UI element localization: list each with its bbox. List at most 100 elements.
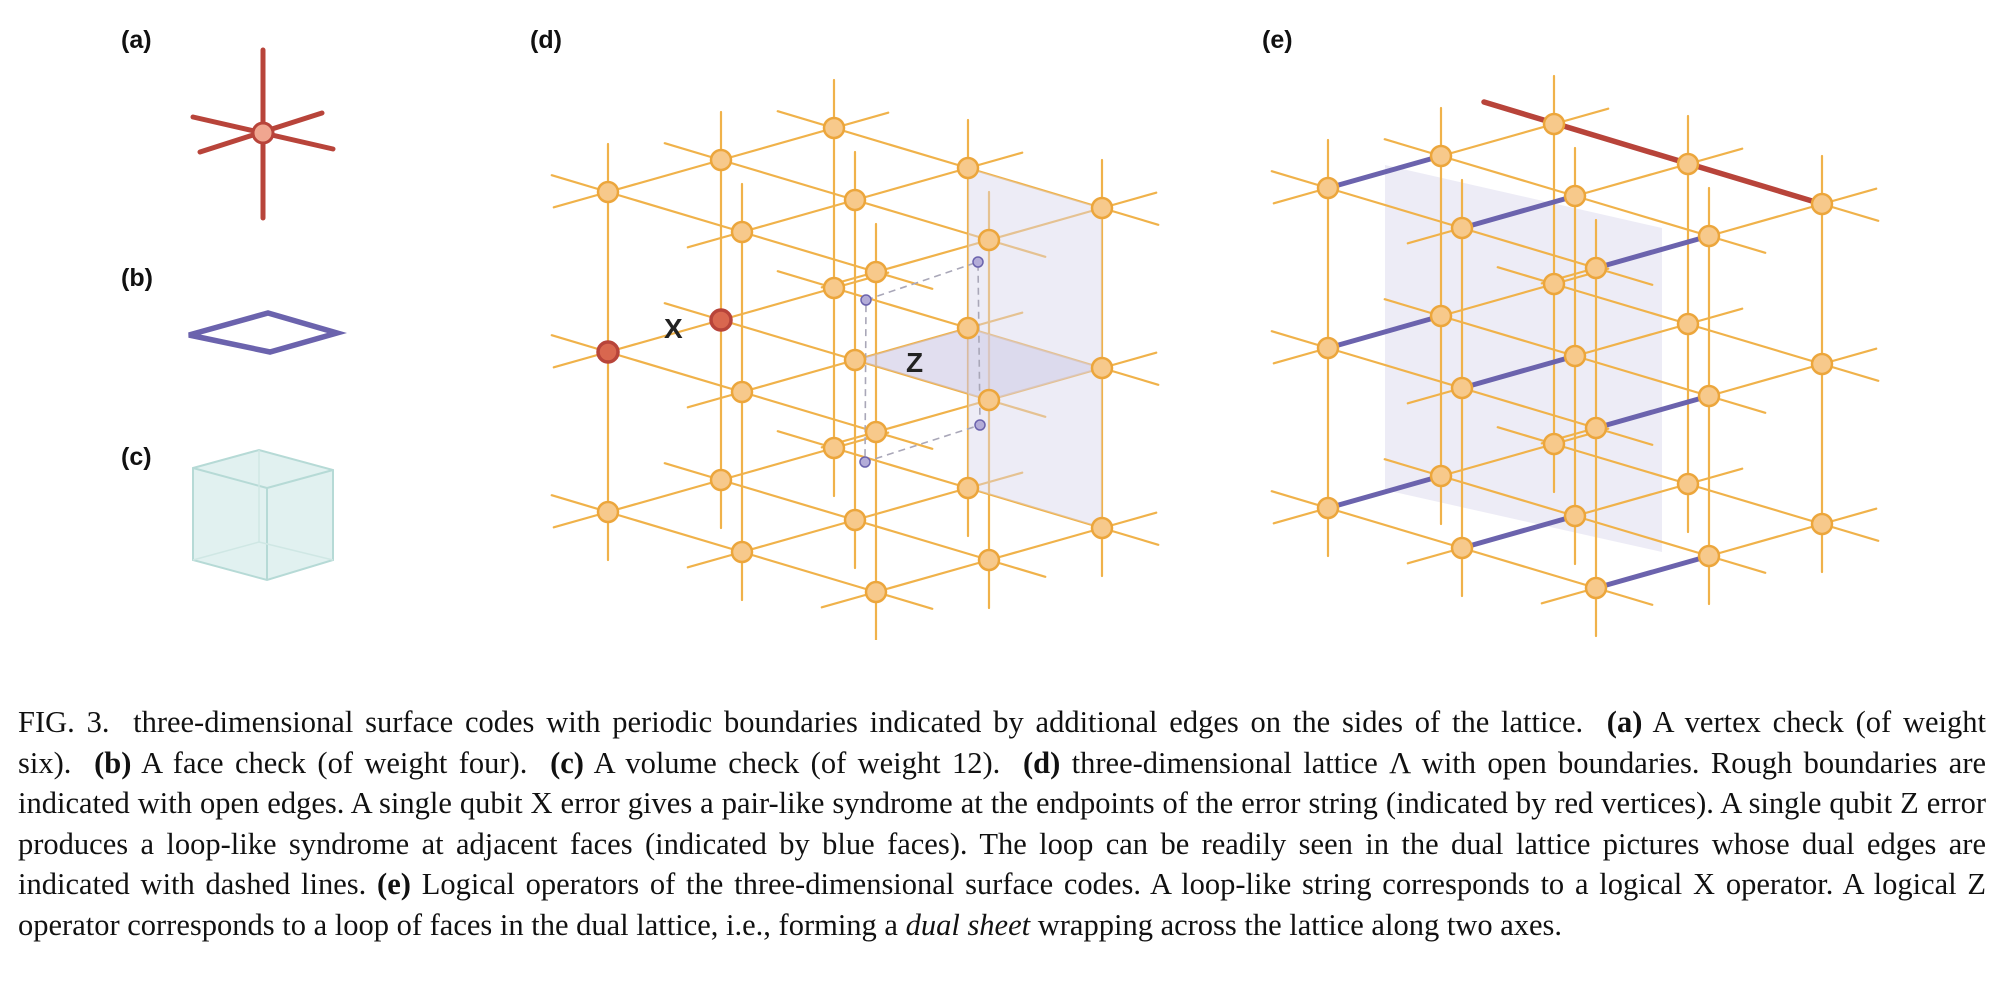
caption-fig: FIG. 3. bbox=[18, 705, 110, 739]
lattice-d-vertex bbox=[864, 260, 888, 284]
lattice-e-edge bbox=[1573, 322, 1690, 358]
caption-e-text-2: wrapping across the lattice along two ax… bbox=[1037, 907, 1563, 942]
lattice-e-vertex bbox=[1316, 176, 1340, 200]
lattice-e-vertex bbox=[1697, 224, 1721, 248]
caption-c-text: A volume check (of weight 12). bbox=[593, 745, 1001, 780]
caption-a-text: A vertex check (of weight six). bbox=[18, 705, 1986, 780]
lattice-e-edge bbox=[1686, 322, 1824, 366]
caption-e-italic: dual sheet bbox=[905, 907, 1031, 942]
logical-z-edge bbox=[1325, 153, 1444, 191]
lattice-e-vertex bbox=[1450, 376, 1474, 400]
lattice-d-vertex bbox=[822, 116, 846, 140]
lattice-d-edge bbox=[606, 158, 723, 194]
lattice-e-vertex bbox=[1429, 464, 1453, 488]
lattice-d-edge bbox=[606, 190, 744, 234]
lattice-e-edge bbox=[1439, 282, 1556, 318]
lattice-e-vertex bbox=[1676, 152, 1700, 176]
lattice-e-vertex bbox=[1697, 384, 1721, 408]
lattice-d-vertex bbox=[730, 540, 754, 564]
lattice-e-edge bbox=[1573, 162, 1690, 198]
lattice-e-vertex bbox=[1542, 112, 1566, 136]
lattice-d-vertex bbox=[956, 316, 980, 340]
lattice-d-edge bbox=[606, 510, 744, 554]
lattice-e-edge bbox=[1686, 482, 1824, 526]
lattice-e-edge bbox=[1707, 522, 1824, 558]
lattice-d-vertex bbox=[956, 156, 980, 180]
panel-label-e: (e) bbox=[1262, 26, 1293, 54]
lattice-e-vertex bbox=[1542, 272, 1566, 296]
lattice-d-vertex bbox=[977, 388, 1001, 412]
lattice-d-edge bbox=[987, 526, 1104, 562]
lattice-d-edge bbox=[740, 550, 878, 594]
lattice-d-edge bbox=[740, 518, 857, 554]
lattice-d-edge bbox=[719, 158, 857, 202]
lattice-e bbox=[1270, 74, 1880, 638]
panel-label-a: (a) bbox=[121, 26, 152, 54]
lattice-d-vertex bbox=[977, 548, 1001, 572]
lattice-d-edge bbox=[740, 198, 857, 234]
lattice-e-edge bbox=[1439, 314, 1577, 358]
caption-e-label: (e) bbox=[377, 867, 411, 901]
lattice-e-vertex bbox=[1450, 216, 1474, 240]
lattice-d-edge bbox=[853, 486, 970, 522]
lattice-e-vertex bbox=[1316, 496, 1340, 520]
lattice-e-edge bbox=[1439, 474, 1577, 518]
lattice-e-vertex bbox=[1584, 256, 1608, 280]
logical-z-dual-sheet bbox=[1385, 165, 1662, 552]
lattice-e-edge bbox=[1460, 226, 1598, 270]
caption-d-text: three-dimensional lattice Λ with open bo… bbox=[18, 745, 1987, 902]
lattice-d-edge bbox=[987, 206, 1104, 242]
lattice-d-vertex bbox=[956, 476, 980, 500]
lattice-d bbox=[550, 78, 1160, 640]
lattice-e-edge bbox=[1552, 442, 1690, 486]
lattice-d-vertex bbox=[864, 420, 888, 444]
lattice-d-edge bbox=[606, 478, 723, 514]
logical-z-edge bbox=[1459, 193, 1578, 231]
lattice-d-edge bbox=[719, 126, 836, 162]
caption-b-text: A face check (of weight four). bbox=[141, 745, 528, 780]
lattice-e-vertex bbox=[1450, 536, 1474, 560]
lattice-d-vertex bbox=[864, 580, 888, 604]
volume-check-diagram bbox=[192, 448, 334, 582]
lattice-d-edge bbox=[606, 318, 723, 354]
lattice-d-vertex bbox=[843, 188, 867, 212]
lattice-d-edge bbox=[606, 350, 744, 394]
lattice-e-vertex bbox=[1563, 184, 1587, 208]
vertex-check-node bbox=[251, 121, 275, 145]
x-error-endpoint-vertex bbox=[709, 308, 733, 332]
figure-3: (a) (b) (c) (d) (e) X Z bbox=[121, 26, 1880, 640]
face-check-diagram bbox=[188, 310, 347, 355]
lattice-d-edge bbox=[874, 558, 991, 594]
lattice-e-vertex bbox=[1316, 336, 1340, 360]
lattice-e-edge bbox=[1326, 346, 1464, 390]
logical-z-edge bbox=[1325, 313, 1444, 351]
logical-z-edge bbox=[1459, 353, 1578, 391]
lattice-d-edge bbox=[740, 230, 878, 274]
lattice-e-edge bbox=[1460, 546, 1598, 590]
lattice-d-vertex bbox=[1090, 356, 1114, 380]
caption-d-label: (d) bbox=[1023, 745, 1061, 780]
caption-a-label: (a) bbox=[1606, 705, 1643, 739]
figure-caption: FIG. 3. three-dimensional surface codes … bbox=[18, 702, 1986, 945]
lattice-d-edge bbox=[832, 286, 970, 330]
lattice-d-edge bbox=[719, 478, 857, 522]
lattice-e-vertex bbox=[1429, 304, 1453, 328]
lattice-d-edge bbox=[874, 238, 991, 274]
x-error-endpoint-vertex bbox=[596, 340, 620, 364]
dual-vertex bbox=[972, 256, 984, 268]
lattice-e-vertex bbox=[1563, 504, 1587, 528]
lattice-d-edge bbox=[853, 166, 970, 202]
caption-c-label: (c) bbox=[550, 745, 584, 780]
lattice-d-vertex bbox=[730, 380, 754, 404]
lattice-e-vertex bbox=[1810, 512, 1834, 536]
lattice-d-vertex bbox=[709, 148, 733, 172]
caption-intro: three-dimensional surface codes with per… bbox=[133, 705, 1584, 739]
lattice-d-edge bbox=[832, 126, 970, 170]
lattice-d-edge bbox=[740, 390, 878, 434]
lattice-e-edge bbox=[1707, 362, 1824, 398]
lattice-d-edge bbox=[853, 518, 991, 562]
lattice-e-edge bbox=[1573, 482, 1690, 518]
lattice-e-vertex bbox=[1697, 544, 1721, 568]
lattice-d-vertex bbox=[596, 500, 620, 524]
lattice-e-vertex bbox=[1584, 576, 1608, 600]
